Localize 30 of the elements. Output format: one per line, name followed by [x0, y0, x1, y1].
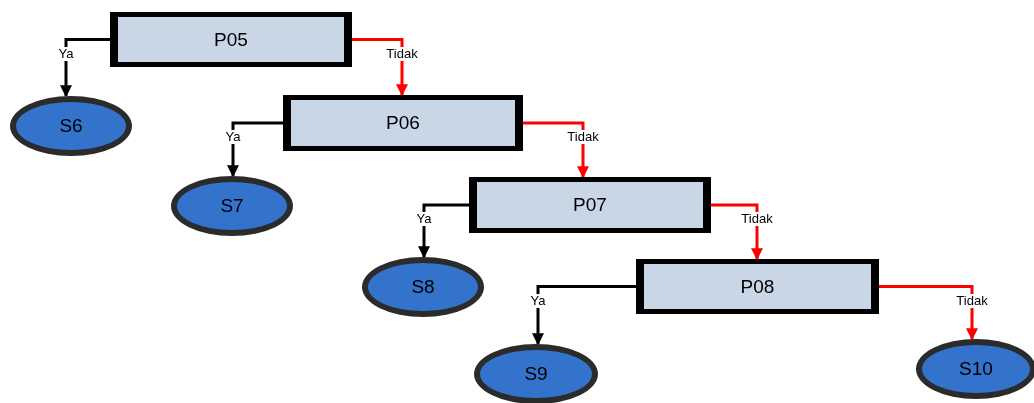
- node-label: P07: [573, 194, 607, 216]
- edge-label: Tidak: [955, 293, 989, 308]
- node-label: S6: [59, 115, 83, 137]
- process-box: [110, 12, 352, 67]
- edge-label: Tidak: [385, 46, 419, 61]
- node-label: P06: [386, 112, 420, 134]
- arrow: [532, 285, 636, 346]
- node-label: P08: [740, 275, 775, 298]
- edge-label: Tidak: [740, 212, 774, 226]
- edge-label: Ya: [415, 212, 433, 226]
- process-box: [636, 259, 879, 314]
- process-box: [283, 95, 523, 151]
- arrow: [60, 38, 110, 98]
- arrow: [352, 38, 408, 97]
- edge-label: Tidak: [566, 130, 600, 144]
- edge-label: Ya: [224, 130, 242, 144]
- arrow: [879, 285, 978, 341]
- edge-label: Ya: [57, 46, 75, 61]
- node-label: S10: [959, 358, 993, 380]
- node-label: S8: [411, 276, 435, 298]
- arrow: [523, 121, 589, 179]
- node-label: P05: [214, 28, 248, 51]
- arrow: [418, 203, 469, 259]
- node-label: S7: [220, 195, 244, 217]
- edge-label: Ya: [529, 293, 547, 308]
- process-box: [469, 177, 711, 233]
- node-label: S9: [524, 363, 548, 385]
- arrow: [711, 203, 763, 261]
- arrow: [227, 121, 283, 178]
- state-circle: [916, 339, 1034, 399]
